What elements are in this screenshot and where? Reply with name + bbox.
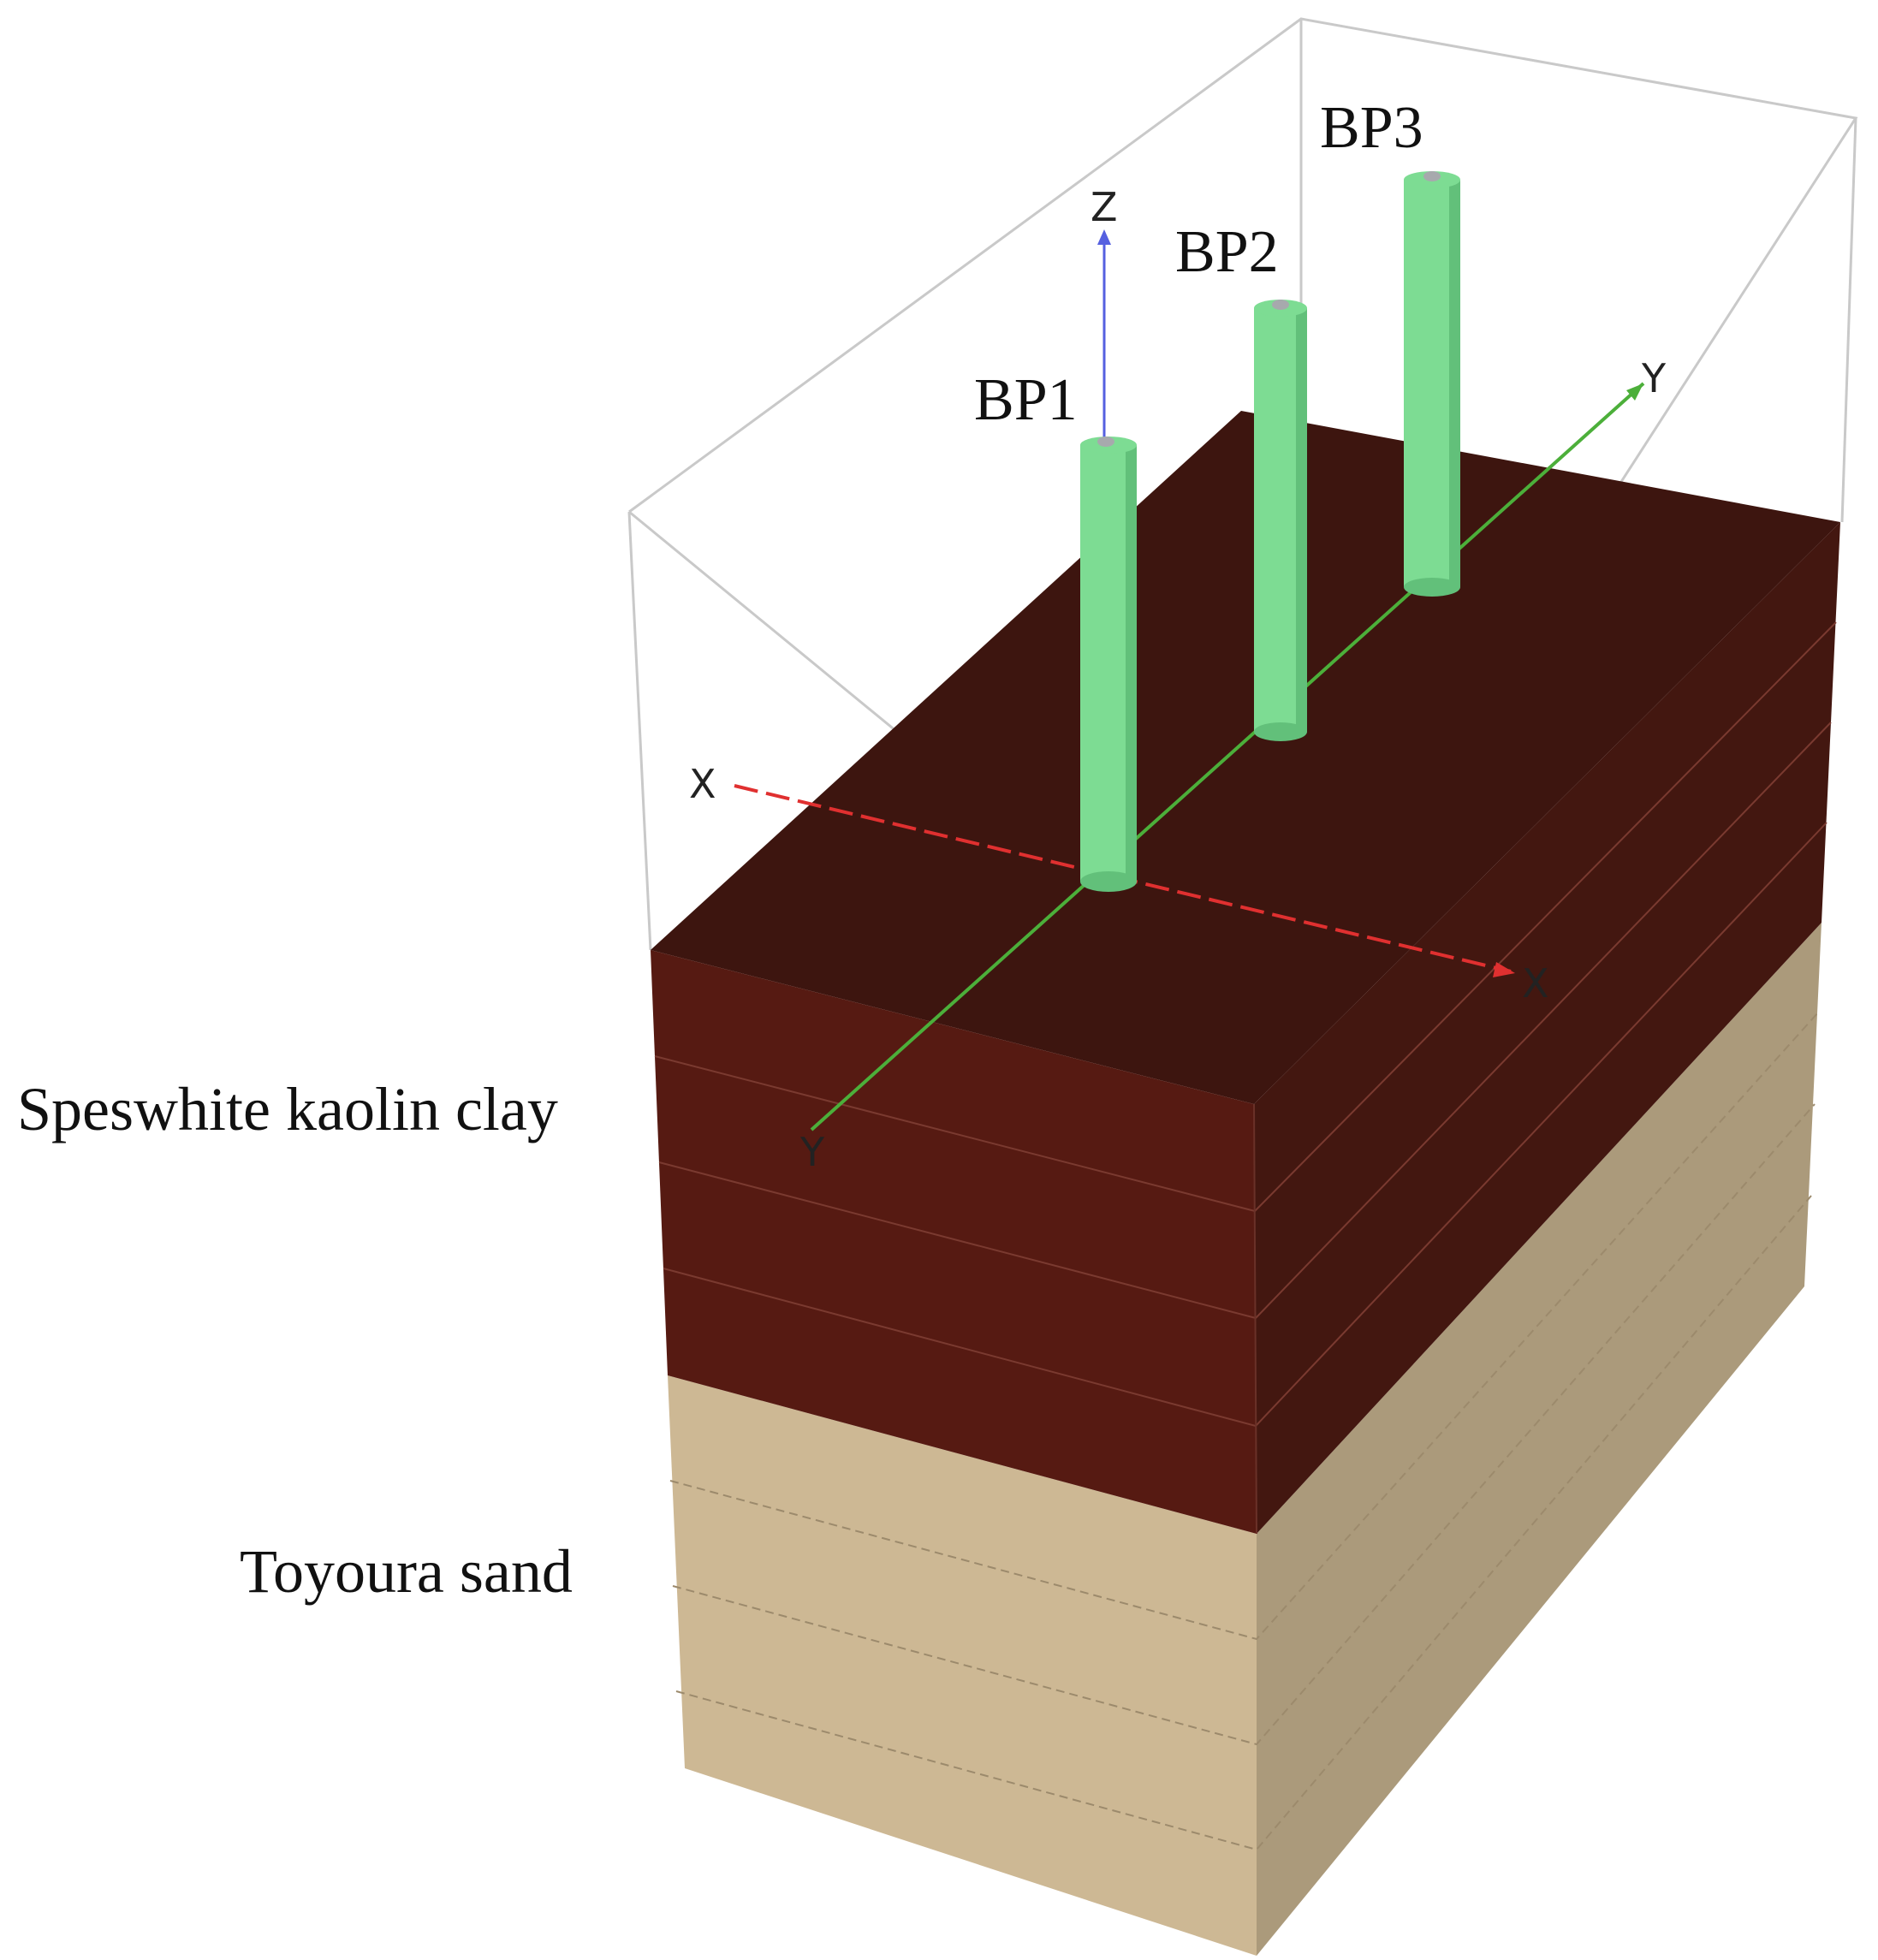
x-axis-negative-label: X — [689, 761, 716, 807]
pile-bp3 — [1404, 171, 1460, 597]
clay-front-edge — [1253, 1103, 1257, 1535]
sand-side-face — [1257, 923, 1822, 1956]
clay-front-face — [651, 950, 1257, 1534]
clay-layer-label: Speswhite kaolin clay — [17, 1075, 558, 1143]
y-axis-positive-label: Y — [1641, 355, 1667, 401]
sand-layer-block — [668, 923, 1822, 1956]
pile-bp1 — [1080, 437, 1137, 892]
x-axis-arrowhead — [1493, 962, 1515, 977]
y-axis-arrowhead — [1626, 383, 1643, 401]
sand-sublayer-lines — [669, 1012, 1819, 1851]
z-axis-arrowhead — [1097, 229, 1111, 245]
bbox-right-vertical — [1840, 117, 1857, 523]
sand-front-face — [668, 1375, 1257, 1956]
pile-bp2-label: BP2 — [1175, 219, 1279, 285]
clay-side-face — [1254, 522, 1840, 1534]
bbox-left-vertical — [627, 511, 652, 951]
clay-top-face — [651, 411, 1840, 1104]
y-axis-negative-label: Y — [799, 1129, 825, 1175]
pile-bp1-label: BP1 — [974, 367, 1078, 433]
x-axis-positive-label: X — [1522, 960, 1549, 1007]
pile-bp2 — [1254, 300, 1307, 741]
sand-layer-label: Toyoura sand — [240, 1537, 573, 1606]
pile-bp3-label: BP3 — [1320, 95, 1423, 161]
clay-layer-block — [651, 411, 1840, 1535]
y-axis-line — [810, 382, 1645, 1131]
z-axis-label: Z — [1091, 184, 1118, 230]
